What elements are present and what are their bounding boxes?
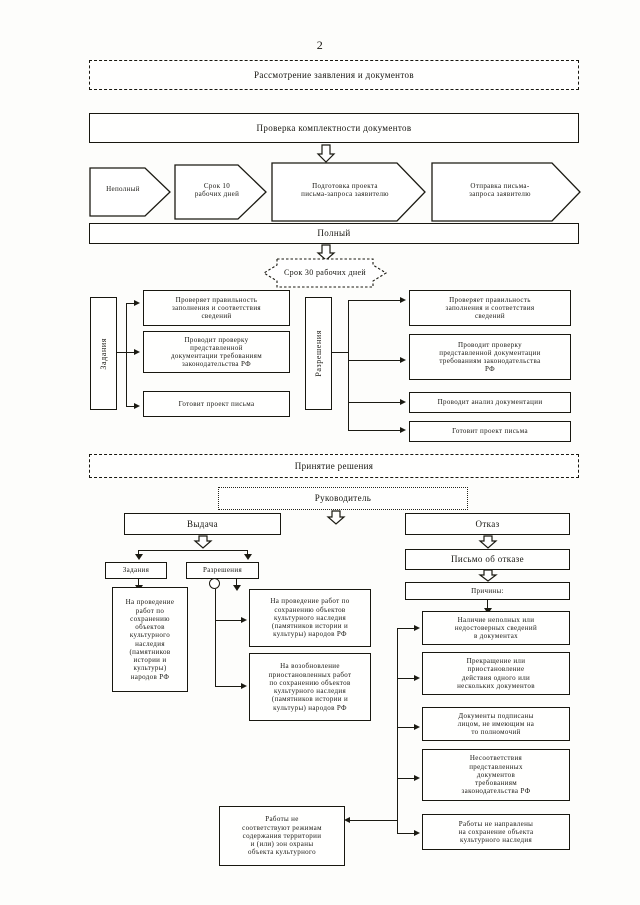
permit-junction-circle (209, 578, 220, 589)
reason-box-2: Документы подписаны лицом, не имеющим на… (422, 707, 570, 741)
issue-split-left (138, 550, 140, 556)
issue-split-left-arrow (134, 554, 143, 560)
issue-permits-connector (236, 579, 238, 587)
complete-bar: Полный (89, 223, 579, 244)
issue-tasks-connector (138, 579, 140, 587)
stage-title-decision: Принятие решения (89, 454, 579, 478)
permits-branch-2 (348, 402, 400, 404)
reason-arrowhead-2 (414, 723, 420, 730)
issue-split-right-arrow (243, 554, 252, 560)
hollow-arrow-down-letter (478, 569, 498, 582)
tasks-spine (126, 303, 128, 407)
permits-item-2: Проводит анализ документации (409, 392, 571, 413)
issue-split-right (247, 550, 249, 556)
reasons-spine (397, 628, 399, 833)
permits-arrowhead-1 (400, 356, 406, 363)
issue-box: Выдача (124, 513, 281, 535)
permit-junction-arrowhead-0 (241, 616, 247, 623)
refusal-box: Отказ (405, 513, 570, 535)
tasks-branch-1 (126, 352, 134, 354)
tasks-item-2: Готовит проект письма (143, 391, 290, 417)
permits-branch-1 (348, 360, 400, 362)
issue-task-detail-box: На проведение работ по сохранению объект… (112, 587, 188, 692)
reason-branch-2 (397, 727, 414, 729)
tasks-arrowhead-0 (134, 299, 140, 306)
stage-title-review: Рассмотрение заявления и документов (89, 60, 579, 90)
issue-permit-detail-box-1: На возобновление приостановленных работ … (249, 653, 371, 721)
reasons-label-box: Причины: (405, 582, 570, 600)
hollow-arrow-down-issue (193, 535, 213, 549)
permit-junction-branch-0 (214, 620, 242, 622)
issue-permits-arrowhead (232, 585, 241, 591)
tasks-arrowhead-1 (134, 348, 140, 355)
permits-arrowhead-2 (400, 398, 406, 405)
chevron-label-prepare-request: Подготовка проекта письма-запроса заявит… (301, 181, 389, 198)
reasons-down-connector (487, 600, 489, 610)
tasks-stub-0 (117, 352, 127, 354)
issue-permits-box: Разрешения (186, 562, 259, 579)
permits-item-0: Проверяет правильность заполнения и соот… (409, 290, 571, 326)
tasks-column-label: Задания (90, 297, 117, 410)
tasks-item-1: Проводит проверку представленной докумен… (143, 331, 290, 373)
chevron-label-incomplete: Неполный (106, 184, 140, 193)
hollow-arrow-down-refusal (478, 535, 498, 549)
reason-box-3: Несоответствия представленных документов… (422, 749, 570, 801)
tasks-branch-2 (126, 406, 134, 408)
reason-arrowhead-1 (414, 674, 420, 681)
permits-item-3: Готовит проект письма (409, 421, 571, 442)
completeness-check-box: Проверка комплектности документов (89, 113, 579, 143)
page-number: 2 (316, 38, 324, 52)
head-box: Руководитель (218, 487, 468, 510)
reason-box-0: Наличие неполных или недостоверных сведе… (422, 611, 570, 645)
reason-box-4: Работы не направлены на сохранение объек… (422, 814, 570, 850)
regime-link-line (350, 820, 398, 822)
permits-column-label: Разрешения (305, 297, 332, 410)
chevron-label-send-request: Отправка письма- запроса заявителю (469, 181, 531, 198)
reason-box-1: Прекращение или приостановление действия… (422, 652, 570, 695)
tasks-branch-0 (126, 303, 134, 305)
issue-permit-detail-box-0: На проведение работ по сохранению объект… (249, 589, 371, 647)
term-30-label: Срок 30 рабочих дней (283, 268, 367, 278)
hollow-arrow-down-3 (326, 510, 346, 525)
permits-branch-3 (348, 430, 400, 432)
regime-link-arrowhead (344, 816, 350, 823)
permit-junction-spine (214, 589, 216, 687)
permits-arrowhead-0 (400, 296, 406, 303)
reason-branch-4 (397, 833, 414, 835)
tasks-item-0: Проверяет правильность заполнения и соот… (143, 290, 290, 326)
permits-column-label-text: Разрешения (314, 330, 323, 377)
chevron-label-term10: Срок 10 рабочих дней (194, 181, 240, 198)
reason-branch-0 (397, 628, 414, 630)
regime-box: Работы не соответствуют режимам содержан… (219, 806, 345, 866)
issue-split-bar (138, 550, 248, 552)
reason-arrowhead-3 (414, 774, 420, 781)
issue-tasks-box: Задания (105, 562, 167, 579)
permits-branch-0 (348, 300, 400, 302)
reason-arrowhead-4 (414, 829, 420, 836)
permits-item-1: Проводит проверку представленной докумен… (409, 334, 571, 380)
reason-arrowhead-0 (414, 624, 420, 631)
tasks-column-label-text: Задания (99, 337, 108, 370)
hollow-arrow-down-2 (316, 244, 336, 261)
permits-spine (348, 300, 350, 430)
reason-branch-1 (397, 678, 414, 680)
term-30-banner (262, 258, 388, 288)
permit-junction-branch-1 (214, 686, 242, 688)
permits-stub-0 (332, 352, 349, 354)
tasks-arrowhead-2 (134, 402, 140, 409)
permits-arrowhead-3 (400, 426, 406, 433)
hollow-arrow-down-1 (316, 144, 336, 163)
reason-branch-3 (397, 778, 414, 780)
refusal-letter-box: Письмо об отказе (405, 549, 570, 570)
permit-junction-arrowhead-1 (241, 682, 247, 689)
